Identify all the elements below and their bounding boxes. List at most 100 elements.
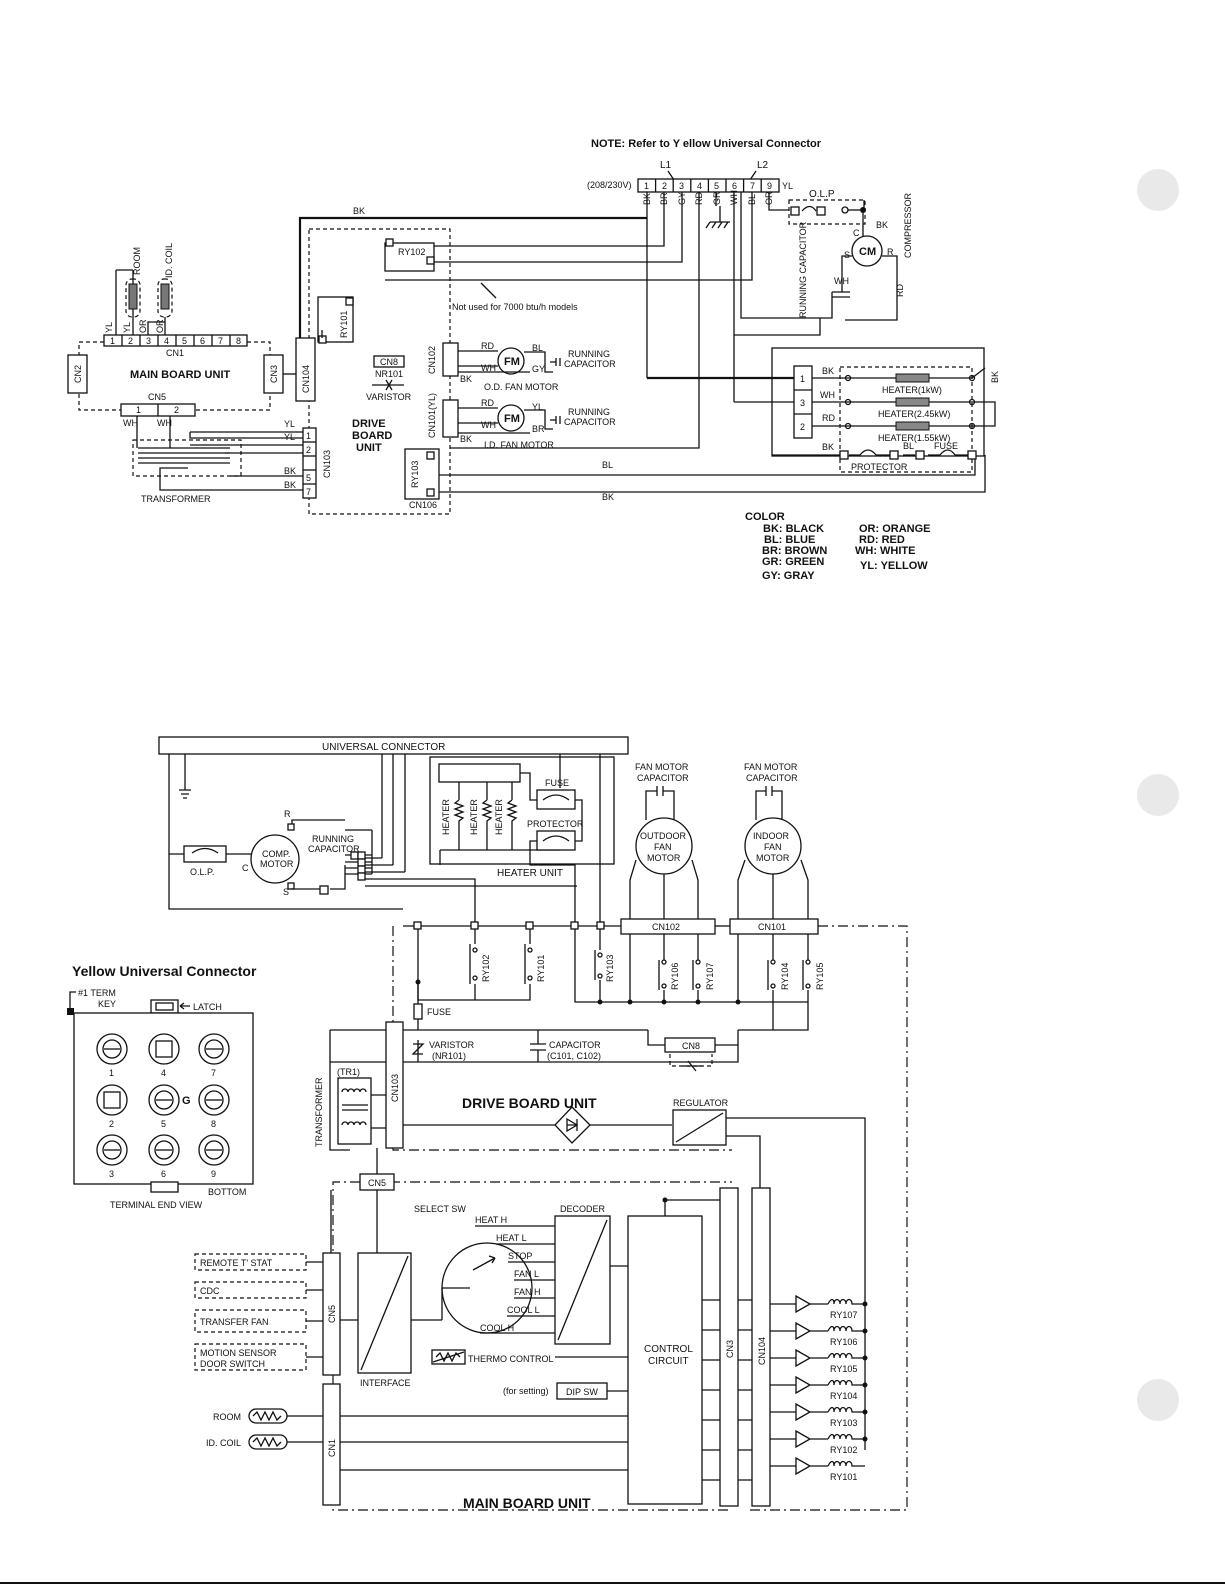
bottom-cn8-label: CN8 xyxy=(682,1041,700,1051)
indoor-fan-label-3: MOTOR xyxy=(756,853,790,863)
universal-ground-icon xyxy=(179,754,191,799)
protector-bl: BL xyxy=(903,441,914,451)
universal-connector-label: UNIVERSAL CONNECTOR xyxy=(322,742,445,753)
heater-245kw-icon xyxy=(895,397,930,407)
yuc-pin-label-9: 9 xyxy=(211,1169,216,1179)
bottom-cn104-label: CN104 xyxy=(757,1337,767,1365)
cn1-pin-2: 2 xyxy=(128,336,133,346)
id-fan-cap-label-2: CAPACITOR xyxy=(746,773,798,783)
bottom-transformer-label: TRANSFORMER xyxy=(314,1077,324,1147)
legend-gr: GR: GREEN xyxy=(762,556,824,568)
bottom-schematic: UNIVERSAL CONNECTOR HEATER UNIT HEATER H… xyxy=(158,736,908,1511)
ry103-label: RY103 xyxy=(410,461,420,488)
compressor-rd-label: RD xyxy=(895,284,905,297)
color-legend: COLOR BK: BLACK BL: BLUE BR: BROWN GR: G… xyxy=(745,511,931,582)
l1-label: L1 xyxy=(660,160,672,171)
tr-bk-2: BK xyxy=(284,480,296,490)
input-door-switch: DOOR SWITCH xyxy=(200,1359,265,1369)
bottom-ry107-label: RY107 xyxy=(705,963,715,990)
relay-ry107: RY107 xyxy=(830,1310,857,1320)
heater-rd: RD xyxy=(822,413,835,423)
decoder-label: DECODER xyxy=(560,1204,606,1214)
heater-label-2: HEATER xyxy=(469,799,479,835)
bk-top-wire xyxy=(298,216,647,338)
running-cap-label-2: CAPACITOR xyxy=(308,844,360,854)
relay-ry106: RY106 xyxy=(830,1337,857,1347)
drive-board-label-3: UNIT xyxy=(356,442,382,454)
bottom-drive-board-label: DRIVE BOARD UNIT xyxy=(462,1095,597,1111)
ground-icon xyxy=(705,206,730,229)
heater-wh: WH xyxy=(820,390,835,400)
sw-fan-l: FAN L xyxy=(514,1269,539,1279)
cn104-label: CN104 xyxy=(301,365,311,393)
bottom-capacitor-label: CAPACITOR xyxy=(549,1040,601,1050)
heater2-label: HEATER(2.45kW) xyxy=(878,409,950,419)
bottom-transformer-box xyxy=(337,1077,372,1145)
heater-protector-icon xyxy=(542,835,570,842)
olp-label: O.L.P xyxy=(809,189,835,200)
compressor-c-label: C xyxy=(853,228,860,238)
legend-br: BR: BROWN xyxy=(762,545,827,557)
comp-motor-icon xyxy=(250,834,300,884)
room-sensor-icon xyxy=(128,283,138,310)
room-thermistor-icon xyxy=(248,1408,288,1424)
yuc-pin-3: 3 xyxy=(96,1134,128,1179)
cn103-pin-2: 2 xyxy=(306,445,311,455)
yuc-term-key-2: KEY xyxy=(98,999,116,1009)
yuc-pin-label-1: 1 xyxy=(109,1068,114,1078)
not-used-note: Not used for 7000 btu/h models xyxy=(452,302,578,312)
input-motion-sensor: MOTION SENSOR xyxy=(200,1348,277,1358)
select-sw-label: SELECT SW xyxy=(414,1204,466,1214)
terminal-strip: 1 2 3 4 5 6 7 9 YL xyxy=(637,178,793,193)
bottom-tr1-label: (TR1) xyxy=(337,1067,360,1077)
note-text: NOTE: Refer to Y ellow Universal Connect… xyxy=(591,138,822,150)
sensor-yl-label-2: YL xyxy=(122,322,132,333)
cn1-pin-6: 6 xyxy=(200,336,205,346)
heater-1kw-icon xyxy=(895,373,930,383)
cn103-connector: 1 2 5 7 xyxy=(302,427,317,499)
od-rd: RD xyxy=(481,341,494,351)
drive-board-outline-bottom xyxy=(332,925,908,1511)
wire-code-gr: GR xyxy=(712,191,722,205)
bottom-cn101-label: CN101 xyxy=(758,922,786,932)
heater-unit-outline xyxy=(839,366,973,473)
id-yl: YL xyxy=(532,402,543,412)
yuc-pin-7: 7 xyxy=(198,1033,230,1078)
compressor-r-label: R xyxy=(887,247,894,257)
bottom-ry103-label: RY103 xyxy=(605,955,615,982)
sensor-or-label-2: OR xyxy=(155,319,165,333)
bottom-cn3-label: CN3 xyxy=(725,1340,735,1358)
comp-motor-label-2: MOTOR xyxy=(260,859,294,869)
cn101-label: CN101(YL) xyxy=(427,393,437,438)
yuc-pin-2: 2 xyxy=(96,1084,128,1129)
heater-pin-1: 1 xyxy=(800,374,805,384)
cm-label: CM xyxy=(859,246,876,258)
indoor-fan-label-2: FAN xyxy=(764,842,782,852)
od-fm-label: FM xyxy=(504,356,520,368)
olp-contact xyxy=(801,205,817,212)
varistor-icon xyxy=(372,379,404,391)
bottom-c101-label: (C101, C102) xyxy=(547,1051,601,1061)
running-cap-wh: WH xyxy=(834,276,849,286)
sensor-yl-label: YL xyxy=(104,322,114,333)
bottom-cn3-connector xyxy=(719,1187,739,1507)
bottom-fuse-icon xyxy=(413,1003,423,1020)
heater-pin-3: 3 xyxy=(800,398,805,408)
yuc-pin-label-8: 8 xyxy=(211,1119,216,1129)
od-bl: BL xyxy=(532,343,543,353)
bottom-ry106-label: RY106 xyxy=(670,963,680,990)
od-fan-motor-icon xyxy=(497,347,525,375)
thermo-control-label: THERMO CONTROL xyxy=(468,1354,554,1364)
input-remote-tstat: REMOTE T' STAT xyxy=(200,1258,273,1268)
yuc-pin-1: 1 xyxy=(96,1033,128,1078)
tr-yl-1: YL xyxy=(284,419,295,429)
yuc-g-label: G xyxy=(182,1095,191,1107)
terminal-yl: YL xyxy=(782,181,793,191)
cn1-pin-3: 3 xyxy=(146,336,151,346)
bottom-fuse-label: FUSE xyxy=(427,1007,451,1017)
legend-gy: GY: GRAY xyxy=(762,570,815,582)
od-running-capacitor-label-2: CAPACITOR xyxy=(564,359,616,369)
outdoor-fan-label-3: MOTOR xyxy=(647,853,681,863)
heater-pin-2: 2 xyxy=(800,422,805,432)
comp-motor-label-1: COMP. xyxy=(262,849,290,859)
